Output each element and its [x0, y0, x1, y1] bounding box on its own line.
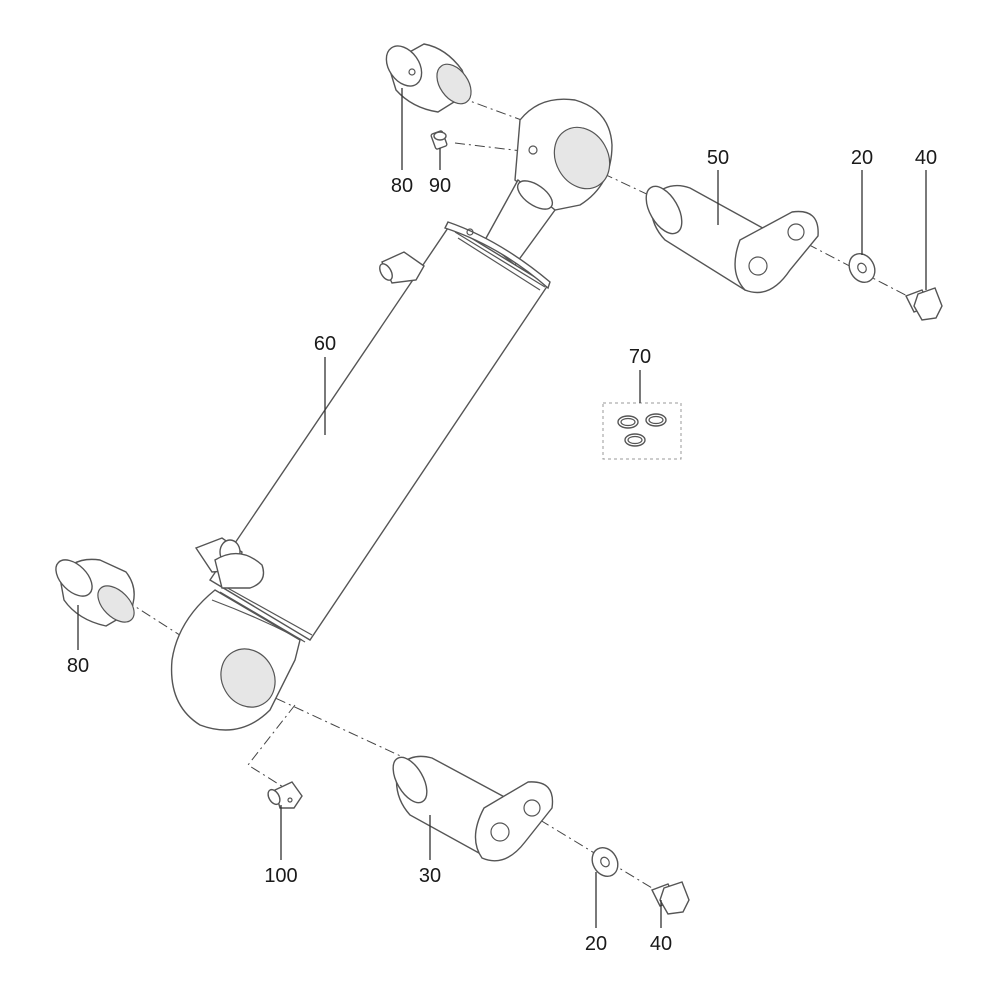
callout-bushing-top: 80 [391, 175, 413, 197]
cylinder-eye-bottom [170, 589, 303, 731]
washer-top [848, 252, 876, 284]
rod-eye-top [484, 98, 613, 267]
bushing-top [385, 43, 472, 113]
callout-bolt-top: 40 [915, 147, 937, 169]
callout-seal-kit: 70 [629, 346, 651, 368]
callout-grease-nipple-bottom: 100 [264, 865, 297, 887]
washer-bottom [591, 846, 619, 878]
callout-grease-nipple-top: 90 [429, 175, 451, 197]
callout-washer-top: 20 [851, 147, 873, 169]
pin-top [645, 184, 819, 294]
cylinder-barrel [194, 221, 551, 643]
bolt-bottom [651, 881, 690, 915]
bushing-bottom [55, 558, 135, 627]
bolt-top [905, 287, 943, 321]
leader-lines [77, 88, 927, 928]
grease-nipple-bottom [267, 781, 303, 809]
pin-bottom [392, 755, 554, 862]
seal-kit [602, 402, 682, 460]
callout-bushing-bottom: 80 [67, 655, 89, 677]
callout-pin-top: 50 [707, 147, 729, 169]
callout-bolt-bottom: 40 [650, 933, 672, 955]
grease-nipple-top [430, 130, 448, 150]
callout-washer-bottom: 20 [585, 933, 607, 955]
callout-pin-bottom: 30 [419, 865, 441, 887]
callout-cylinder: 60 [314, 333, 336, 355]
